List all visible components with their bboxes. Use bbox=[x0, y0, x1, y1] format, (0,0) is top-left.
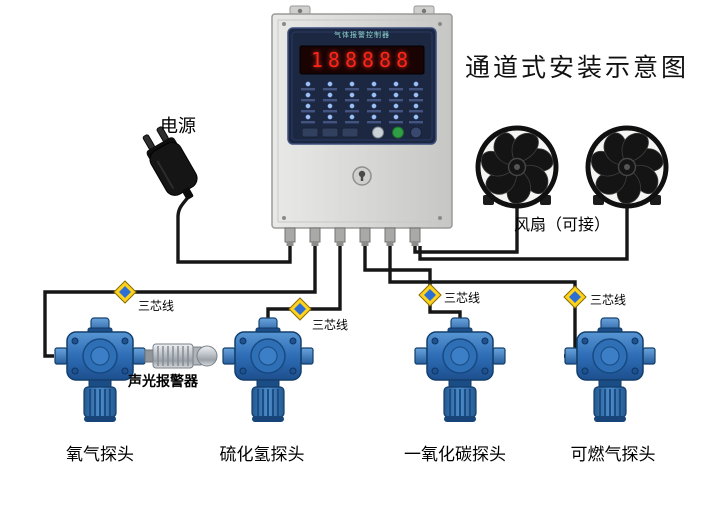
panel-button bbox=[301, 127, 319, 138]
cable-gland bbox=[284, 227, 296, 246]
panel-round-button-white bbox=[372, 126, 384, 139]
cable-glands bbox=[284, 227, 421, 246]
wire-fan-1 bbox=[413, 204, 519, 254]
cable-gland bbox=[409, 227, 421, 246]
controller-panel-title: 气体报警控制器 bbox=[334, 32, 390, 39]
detector-label-combustible: 可燃气探头 bbox=[570, 445, 656, 464]
detector-co bbox=[414, 317, 506, 423]
indicator-grid bbox=[305, 81, 419, 120]
cable-gland bbox=[334, 227, 346, 246]
alarm-label: 声光报警器 bbox=[128, 375, 198, 390]
detector-h2s bbox=[222, 317, 314, 423]
wire-fan-2 bbox=[418, 204, 629, 261]
wire-label-4: 三芯线 bbox=[590, 293, 627, 307]
alarm-horn-icon bbox=[144, 343, 218, 369]
wire-joint-diamond-3 bbox=[418, 283, 442, 307]
wire-joint-diamond-1 bbox=[113, 280, 137, 304]
wire-label-1: 三芯线 bbox=[138, 299, 175, 313]
cable-gland bbox=[359, 227, 371, 246]
fan-icon-2 bbox=[587, 127, 666, 206]
wire-joint-diamond-4 bbox=[563, 285, 587, 309]
power-label: 电源 bbox=[160, 116, 196, 136]
wire-label-3: 三芯线 bbox=[444, 291, 481, 305]
cable-gland bbox=[384, 227, 396, 246]
detector-label-oxygen: 氧气探头 bbox=[66, 445, 134, 464]
ear-screw-hole bbox=[421, 8, 427, 14]
detector-oxygen bbox=[54, 317, 146, 423]
indicator-captions bbox=[301, 88, 423, 124]
detector-label-h2s: 硫化氢探头 bbox=[219, 445, 305, 464]
cable-gland bbox=[309, 227, 321, 246]
wiring bbox=[43, 194, 629, 358]
detector-combustible bbox=[564, 317, 656, 423]
controller-box bbox=[271, 5, 453, 246]
panel-button bbox=[341, 127, 359, 138]
detector-label-co: 一氧化碳探头 bbox=[404, 445, 506, 464]
panel-round-button-dark bbox=[410, 126, 422, 139]
panel-button bbox=[321, 127, 339, 138]
panel-round-button-green bbox=[392, 126, 404, 139]
led-display-value: 188888 bbox=[310, 48, 414, 72]
wire-detector-1 bbox=[43, 246, 317, 358]
fan-label: 风扇（可接） bbox=[513, 217, 611, 234]
wire-joint-diamond-2 bbox=[288, 297, 312, 321]
led-display bbox=[299, 45, 425, 75]
fan-icon-1 bbox=[477, 127, 556, 206]
power-plug-icon bbox=[142, 126, 198, 200]
diagram-title: 通道式安装示意图 bbox=[464, 55, 690, 82]
ear-screw-hole bbox=[297, 8, 303, 14]
controller-panel bbox=[287, 27, 437, 145]
door-lock-icon bbox=[352, 166, 372, 186]
wire-label-2: 三芯线 bbox=[312, 318, 349, 332]
